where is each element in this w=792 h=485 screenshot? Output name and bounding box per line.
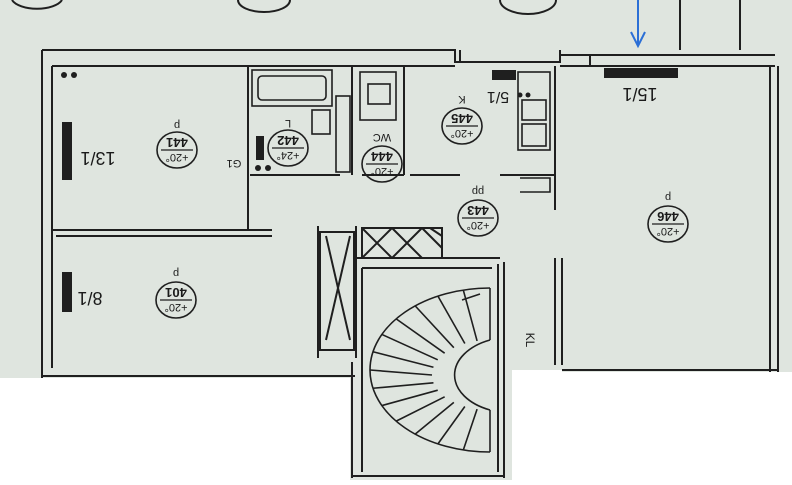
wall-north — [42, 49, 775, 63]
fixtures — [251, 69, 551, 193]
room-tag-401: +20° 401 p — [155, 267, 197, 319]
room-tag-cutoff — [499, 0, 557, 15]
room-tag-442-type: L — [285, 117, 291, 129]
room-tag-446: +20° 446 p — [647, 191, 689, 243]
toilet — [367, 83, 391, 105]
room-tag-445-number: 445 — [451, 111, 473, 126]
room-tag-443-number: 443 — [467, 203, 489, 218]
stair-tread — [437, 406, 466, 445]
stair-tread — [395, 396, 446, 422]
room-tag-444-number: 444 — [370, 149, 392, 164]
radiator-442 — [256, 136, 264, 160]
heating-label-441: 13/1 — [80, 148, 115, 168]
dot — [71, 72, 77, 78]
room-tag-446-number: 446 — [657, 209, 679, 224]
room-tag-443: +20° 443 pp — [457, 185, 499, 237]
duct-hatch — [361, 227, 443, 259]
dot — [517, 92, 523, 98]
stair-tread — [414, 401, 455, 435]
paper-background — [0, 0, 792, 378]
radiator-446 — [604, 68, 678, 78]
stove — [521, 123, 547, 147]
dot — [265, 165, 271, 171]
stair-tread — [437, 295, 466, 344]
shaft-hatch — [325, 235, 351, 341]
window-marks — [459, 0, 741, 66]
spiral-stair — [369, 287, 491, 453]
room-tag-444-temp: +20° — [370, 165, 393, 177]
kitchen-counter — [520, 177, 551, 193]
cabinets-442 — [335, 95, 351, 173]
outside-area-mid — [512, 370, 562, 480]
wc-cubicle — [359, 71, 397, 121]
dot — [525, 92, 531, 98]
room-tag-442-temp: +24° — [276, 149, 299, 161]
room-tag-443-type: pp — [472, 185, 484, 197]
dot — [255, 165, 261, 171]
stair-tread — [369, 369, 433, 376]
stair-tread — [395, 318, 446, 354]
kitchen-unit — [517, 71, 551, 151]
heating-label-442: G1 — [227, 157, 242, 169]
room-tag-445-temp: +20° — [450, 127, 473, 139]
washbasin — [311, 109, 331, 135]
room-tag-442: +24° 442 L — [267, 117, 309, 167]
outside-area-left — [0, 378, 350, 480]
outside-area-right — [562, 372, 792, 480]
stair-extension — [350, 370, 512, 480]
sink — [521, 99, 547, 121]
room-tag-cutoff — [237, 0, 291, 13]
bathtub-inner — [257, 75, 327, 101]
room-tag-446-type: p — [665, 191, 671, 203]
cut-off-symbols — [11, 0, 557, 15]
radiator-401 — [62, 272, 72, 312]
room-tag-444: +20° 444 WC — [361, 131, 403, 183]
stair-arrow — [461, 293, 481, 301]
stair-tread — [414, 305, 455, 349]
bathtub — [251, 69, 333, 107]
stair-label: KL — [523, 333, 537, 348]
room-tag-445: +20° 445 K — [441, 93, 483, 145]
room-tag-441-type: p — [174, 119, 180, 131]
room-tag-442-number: 442 — [277, 133, 299, 148]
walls — [41, 0, 779, 478]
room-tags: +20° 441 p 13/1 +24° 442 L G1 +20° 444 W… — [77, 84, 689, 348]
room-tag-cutoff — [11, 0, 63, 10]
blue-arrow — [630, 0, 646, 49]
room-tag-443-temp: +20° — [466, 219, 489, 231]
heating-label-446: 15/1 — [622, 84, 657, 104]
stair-treads — [369, 288, 491, 452]
room-tag-401-type: p — [173, 267, 179, 279]
dark-marks — [61, 68, 678, 312]
stair-tread — [381, 389, 438, 407]
duct-box — [361, 227, 443, 259]
room-tag-445-type: K — [458, 93, 466, 105]
room-tag-441-number: 441 — [166, 135, 188, 150]
room-tag-446-temp: +20° — [656, 225, 679, 237]
heating-label-401: 8/1 — [77, 288, 102, 308]
stair-inner-arc — [453, 339, 491, 411]
radiator-445 — [492, 70, 516, 80]
room-tag-441: +20° 441 p — [156, 119, 198, 169]
stair-tread — [372, 350, 434, 368]
dot — [61, 72, 67, 78]
stair-tread — [372, 381, 434, 390]
radiator-441 — [62, 122, 72, 180]
room-tag-441-temp: +20° — [165, 151, 188, 163]
heating-label-445: 5/1 — [487, 88, 509, 105]
room-tag-401-temp: +20° — [164, 301, 187, 313]
room-tag-401-number: 401 — [165, 285, 187, 300]
room-tag-444-type: WC — [373, 131, 391, 143]
stair-tread — [462, 408, 478, 451]
stair-tread — [381, 333, 439, 361]
shaft — [319, 231, 355, 351]
